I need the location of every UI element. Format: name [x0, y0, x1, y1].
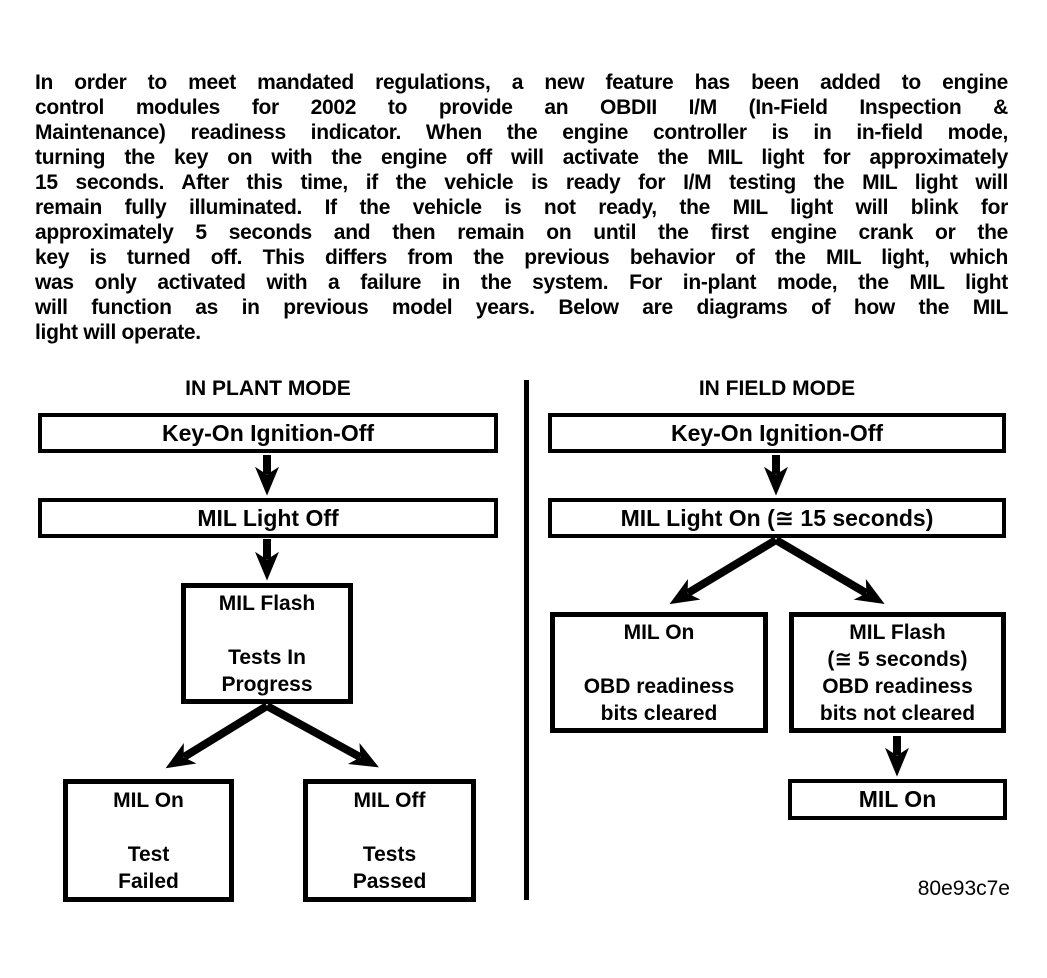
box-label: MIL Light Off — [197, 504, 339, 531]
plant-box-mil-on-test-failed: MIL On Test Failed — [63, 779, 234, 902]
in-plant-mode-title: IN PLANT MODE — [185, 377, 351, 400]
paragraph-line: 15 seconds. After this time, if the vehi… — [35, 171, 1008, 194]
intro-paragraph: In order to meet mandated regulations, a… — [35, 70, 1008, 345]
plant-box-key-on-ignition-off: Key-On Ignition-Off — [38, 413, 498, 453]
box-label: MIL Flash (≅ 5 seconds) OBD readiness bi… — [819, 620, 976, 725]
paragraph-line: key is turned off. This differs from the… — [35, 246, 1008, 269]
box-label: MIL On OBD readiness bits cleared — [583, 620, 735, 725]
plant-box-mil-off-tests-passed: MIL Off Tests Passed — [303, 779, 476, 902]
box-label: MIL Light On (≅ 15 seconds) — [620, 504, 934, 531]
in-field-mode-title: IN FIELD MODE — [698, 377, 856, 400]
box-label: Key-On Ignition-Off — [161, 419, 375, 446]
paragraph-line: approximately 5 seconds and then remain … — [35, 221, 1008, 244]
paragraph-line: control modules for 2002 to provide an O… — [35, 96, 1008, 119]
arrow-plant-milflash-to-milon — [165, 702, 270, 769]
plant-box-mil-flash-tests-in-progress: MIL Flash Tests In Progress — [181, 583, 353, 704]
box-label: MIL On Test Failed — [113, 788, 184, 893]
paragraph-line: was only activated with a failure in the… — [35, 271, 1008, 294]
field-box-mil-on-final: MIL On — [788, 779, 1007, 820]
paragraph-line: will function as in previous model years… — [35, 296, 1008, 319]
arrow-field-millighton-to-milflash — [773, 536, 885, 604]
plant-box-mil-light-off: MIL Light Off — [38, 498, 498, 538]
box-label: MIL Off Tests Passed — [352, 788, 427, 893]
box-label: MIL Flash Tests In Progress — [218, 591, 316, 696]
paragraph-line: remain fully illuminated. If the vehicle… — [35, 196, 1008, 219]
arrow-plant-milflash-to-miloff — [265, 702, 379, 768]
field-box-mil-light-on-15-seconds: MIL Light On (≅ 15 seconds) — [548, 498, 1006, 538]
field-box-key-on-ignition-off: Key-On Ignition-Off — [548, 413, 1006, 453]
box-label: MIL On — [858, 786, 937, 812]
box-label: Key-On Ignition-Off — [670, 419, 884, 446]
field-box-mil-on-obd-bits-cleared: MIL On OBD readiness bits cleared — [550, 612, 768, 733]
field-box-mil-flash-obd-bits-not-cleared: MIL Flash (≅ 5 seconds) OBD readiness bi… — [789, 612, 1006, 733]
arrow-field-millighton-to-milon — [669, 536, 779, 605]
paragraph-line: In order to meet mandated regulations, a… — [35, 71, 1008, 94]
column-divider — [524, 380, 529, 900]
paragraph-line: turning the key on with the engine off w… — [35, 146, 1008, 169]
paragraph-line: Maintenance) readiness indicator. When t… — [35, 121, 1008, 144]
paragraph-line: light will operate. — [35, 321, 201, 344]
figure-code: 80e93c7e — [917, 877, 1010, 900]
